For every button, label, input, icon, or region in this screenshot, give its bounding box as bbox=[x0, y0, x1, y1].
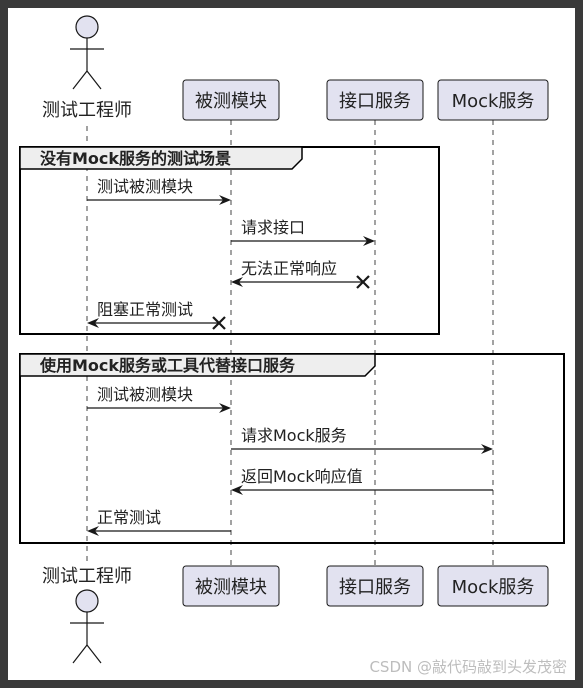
message-label-2-4: 正常测试 bbox=[97, 508, 161, 527]
message-label-1-3: 无法正常响应 bbox=[241, 259, 337, 278]
message-label-1-1: 测试被测模块 bbox=[97, 177, 193, 196]
arrowhead-icon bbox=[481, 444, 493, 454]
arrowhead-icon bbox=[87, 526, 99, 536]
arrowhead-icon bbox=[363, 236, 375, 246]
participant-box-module-top bbox=[182, 79, 280, 121]
arrowhead-icon bbox=[231, 485, 243, 495]
sequence-diagram-svg: 测试工程师测试工程师被测模块被测模块接口服务接口服务Mock服务Mock服务没有… bbox=[19, 15, 567, 676]
arrowhead-icon bbox=[219, 403, 231, 413]
arrowhead-icon bbox=[231, 277, 243, 287]
participant-box-api-bottom bbox=[326, 565, 424, 607]
participant-label-module-bottom: 被测模块 bbox=[195, 577, 267, 598]
message-label-1-4: 阻塞正常测试 bbox=[97, 300, 193, 319]
participant-label-mock-bottom: Mock服务 bbox=[452, 577, 535, 598]
actor-leg-right bbox=[86, 644, 102, 664]
group-tab-1 bbox=[19, 146, 303, 170]
group-tab-2 bbox=[19, 353, 376, 377]
group-frame-1 bbox=[19, 146, 440, 335]
group-title-2: 使用Mock服务或工具代替接口服务 bbox=[39, 356, 296, 375]
participant-label-api-bottom: 接口服务 bbox=[339, 577, 411, 598]
participant-label-engineer-bottom: 测试工程师 bbox=[42, 566, 132, 587]
group-title-1: 没有Mock服务的测试场景 bbox=[40, 149, 231, 168]
actor-head-icon bbox=[75, 15, 99, 39]
message-label-1-2: 请求接口 bbox=[241, 218, 305, 237]
participant-box-mock-top bbox=[437, 79, 549, 121]
lost-x-icon bbox=[356, 275, 370, 289]
participant-label-mock-top: Mock服务 bbox=[452, 91, 535, 112]
message-label-2-1: 测试被测模块 bbox=[97, 385, 193, 404]
message-label-2-2: 请求Mock服务 bbox=[241, 426, 347, 445]
actor-head-icon bbox=[75, 589, 99, 613]
participant-box-module-bottom bbox=[182, 565, 280, 607]
arrowhead-icon bbox=[87, 318, 99, 328]
participant-label-api-top: 接口服务 bbox=[339, 91, 411, 112]
participant-label-module-top: 被测模块 bbox=[195, 91, 267, 112]
watermark: CSDN @敲代码敲到头发茂密 bbox=[369, 658, 567, 676]
actor-leg-right bbox=[86, 70, 102, 90]
participant-box-mock-bottom bbox=[437, 565, 549, 607]
arrowhead-icon bbox=[219, 195, 231, 205]
actor-leg-left bbox=[72, 70, 88, 90]
message-label-2-3: 返回Mock响应值 bbox=[241, 467, 363, 486]
actor-leg-left bbox=[72, 644, 88, 664]
participant-box-api-top bbox=[326, 79, 424, 121]
lost-x-icon bbox=[212, 316, 226, 330]
participant-label-engineer-top: 测试工程师 bbox=[42, 100, 132, 121]
